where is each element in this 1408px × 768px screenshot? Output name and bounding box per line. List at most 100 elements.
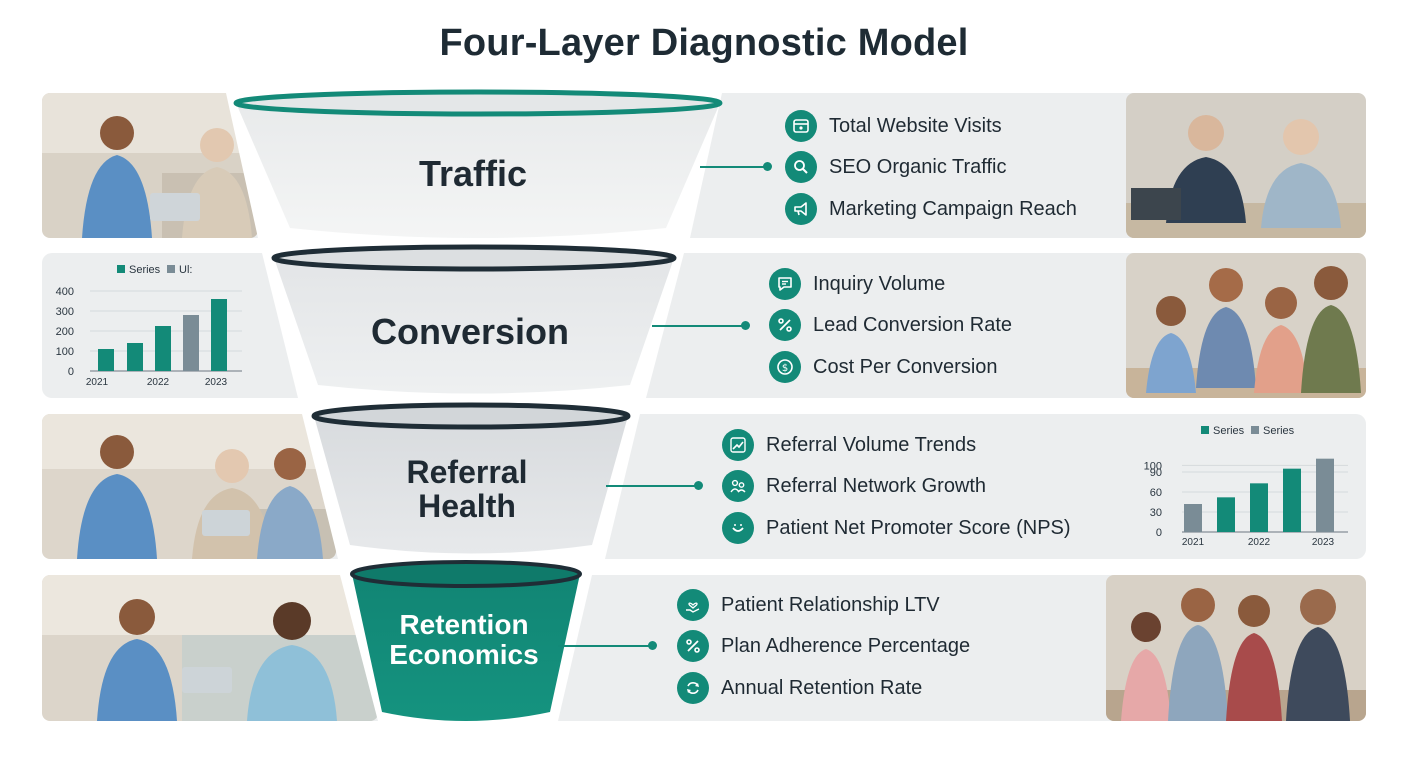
bar [1250, 483, 1268, 532]
layer-label-referral-line2: Health [418, 487, 516, 524]
layer-label-retention-line2: Economics [389, 638, 539, 670]
connector-dot-referral [694, 481, 703, 490]
y-tick-label: 200 [56, 326, 74, 338]
photo-senior-couple-laptop [1126, 93, 1366, 238]
bar [127, 343, 143, 371]
dollar-coin-icon: $ [769, 351, 801, 383]
metric-plan-adherence-percentage: Plan Adherence Percentage [677, 629, 970, 663]
browser-icon [785, 110, 817, 142]
bar [1283, 468, 1301, 532]
smile-icon [722, 512, 754, 544]
metric-annual-retention-rate: Annual Retention Rate [677, 671, 922, 705]
bar [1217, 497, 1235, 532]
legend-label: Series [1263, 425, 1295, 437]
metric-label: Patient Relationship LTV [721, 593, 940, 616]
x-tick-label: 2021 [1182, 537, 1205, 548]
metric-label: Referral Network Growth [766, 474, 987, 497]
x-tick-label: 2022 [147, 377, 170, 388]
metric-referral-network-growth: Referral Network Growth [722, 469, 986, 503]
x-tick-label: 2023 [205, 377, 228, 388]
funnel-layer-retention-economics [350, 560, 582, 721]
people-network-icon [722, 470, 754, 502]
layer-label-traffic: Traffic [418, 153, 528, 194]
conversion-bar-chart: Series Ul: 0 100 200 300 400 2021 2022 2023 [56, 264, 242, 388]
metric-label: Lead Conversion Rate [813, 313, 1013, 336]
svg-text:$: $ [782, 363, 788, 374]
metric-label: Referral Volume Trends [766, 433, 977, 456]
metric-referral-volume-trends: Referral Volume Trends [722, 428, 976, 462]
connector-dot-traffic [763, 162, 772, 171]
y-tick-label: 30 [1150, 507, 1162, 519]
legend-label: Ul: [179, 264, 192, 276]
metric-label: Annual Retention Rate [721, 676, 923, 699]
layer-label-referral-line1: Referral [406, 454, 528, 490]
heart-hand-icon [677, 589, 709, 621]
legend-swatch [1201, 426, 1209, 434]
funnel-layer-referral-health [311, 402, 631, 554]
x-tick-label: 2021 [86, 377, 109, 388]
metric-label: Inquiry Volume [813, 272, 946, 295]
megaphone-icon [785, 193, 817, 225]
legend-swatch [117, 265, 125, 273]
chat-bubble-icon [769, 268, 801, 300]
funnel-layer-traffic [233, 89, 723, 238]
trend-up-icon [722, 429, 754, 461]
bar [1184, 504, 1202, 532]
y-tick-label: 60 [1150, 487, 1162, 499]
legend-swatch [1251, 426, 1259, 434]
metric-marketing-campaign-reach: Marketing Campaign Reach [785, 192, 1077, 226]
connector-dot-retention [648, 641, 657, 650]
y-tick-label: 400 [56, 286, 74, 298]
y-tick-label: 100 [1144, 460, 1162, 472]
metric-label: Plan Adherence Percentage [721, 634, 971, 657]
photo-family-couch [1126, 253, 1366, 398]
search-icon [785, 151, 817, 183]
legend-label: Series [129, 264, 161, 276]
page-title: Four-Layer Diagnostic Model [439, 22, 969, 64]
bar [155, 326, 171, 371]
photo-nurse-with-senior [42, 575, 378, 721]
photo-multigenerational-family [1106, 575, 1366, 721]
connector-retention [558, 645, 652, 647]
layer-label-retention-line1: Retention [399, 609, 529, 640]
bar [98, 349, 114, 371]
connector-referral [606, 485, 698, 487]
metric-lead-conversion-rate: Lead Conversion Rate [769, 308, 1012, 342]
metric-patient-nps: Patient Net Promoter Score (NPS) [722, 511, 1071, 545]
metric-label: Marketing Campaign Reach [829, 197, 1077, 220]
y-tick-label: 0 [68, 366, 74, 378]
percent-icon [769, 309, 801, 341]
y-tick-label: 300 [56, 306, 74, 318]
metric-label: Total Website Visits [829, 114, 1002, 137]
photo-nurse-with-family [42, 414, 336, 559]
refresh-icon [677, 672, 709, 704]
metric-label: Patient Net Promoter Score (NPS) [766, 516, 1071, 539]
layer-label-conversion: Conversion [370, 311, 570, 352]
bar [183, 315, 199, 371]
y-tick-label: 90 [1150, 467, 1162, 479]
legend-label: Series [1213, 425, 1245, 437]
metric-total-website-visits: Total Website Visits [785, 109, 1002, 143]
metric-patient-relationship-ltv: Patient Relationship LTV [677, 588, 940, 622]
connector-dot-conversion [741, 321, 750, 330]
y-tick-label: 0 [1156, 527, 1162, 539]
metric-seo-organic-traffic: SEO Organic Traffic [785, 150, 1006, 184]
connector-conversion [652, 325, 745, 327]
percent-icon [677, 630, 709, 662]
x-tick-label: 2022 [1248, 537, 1271, 548]
metric-cost-per-conversion: $ Cost Per Conversion [769, 350, 998, 384]
layer-label-retention-economics: Retention Economics [376, 610, 552, 669]
x-tick-label: 2023 [1312, 537, 1335, 548]
layer-label-referral-health: Referral Health [367, 454, 567, 524]
metric-label: SEO Organic Traffic [829, 155, 1007, 178]
metric-label: Cost Per Conversion [813, 355, 998, 378]
funnel-layer-conversion [271, 244, 677, 394]
bar [211, 299, 227, 371]
legend-swatch [167, 265, 175, 273]
bar [1316, 458, 1334, 532]
metric-inquiry-volume: Inquiry Volume [769, 267, 945, 301]
photo-nurse-with-patient [42, 93, 258, 238]
y-tick-label: 100 [56, 346, 74, 358]
